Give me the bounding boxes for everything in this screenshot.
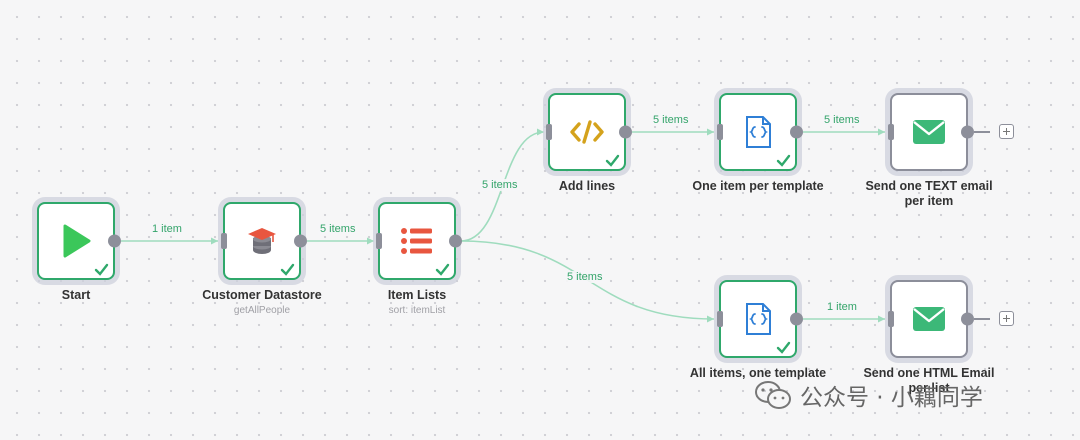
node-one-item-per-template[interactable] — [717, 93, 803, 171]
node-all-items-one-template[interactable] — [717, 280, 803, 358]
output-port[interactable] — [108, 234, 121, 248]
edge-arrowhead — [537, 128, 544, 136]
add-node-button[interactable] — [999, 311, 1014, 326]
node-title: Send one TEXT email per item — [865, 179, 993, 208]
success-check-icon — [435, 263, 450, 276]
input-port[interactable] — [888, 311, 894, 327]
edge-arrowhead — [878, 128, 885, 136]
node-customer-datastore[interactable] — [221, 202, 307, 280]
node-title: Add lines — [558, 179, 616, 193]
node-title: Send one HTML Email per list — [863, 366, 995, 395]
watermark-text: 公众号 · 小藕同学 — [800, 385, 983, 411]
code-icon — [570, 120, 604, 144]
edge-label: 1 item — [825, 301, 859, 313]
node-start[interactable] — [37, 202, 121, 280]
success-check-icon — [776, 154, 791, 167]
input-port[interactable] — [717, 311, 723, 327]
edge-label: 5 items — [822, 114, 862, 126]
input-port[interactable] — [888, 124, 894, 140]
edge-arrowhead — [707, 128, 714, 136]
edge-label: 5 items — [318, 223, 358, 235]
envelope-icon — [913, 307, 945, 331]
node-send-html-email[interactable] — [888, 280, 974, 358]
edge-label: 5 items — [565, 271, 605, 283]
braces-file-icon — [746, 116, 771, 148]
success-check-icon — [94, 263, 109, 276]
node-item-lists[interactable] — [376, 202, 462, 280]
success-check-icon — [280, 263, 295, 276]
watermark: 公众号 · 小藕同学 — [754, 378, 983, 412]
edge-label: 1 item — [150, 223, 184, 235]
list-icon — [401, 228, 432, 254]
edge-arrowhead — [878, 315, 885, 323]
edge-arrowhead — [367, 237, 374, 245]
edge-arrowhead — [211, 237, 218, 245]
input-port[interactable] — [717, 124, 723, 140]
node-subtitle: getAllPeople — [233, 305, 291, 316]
node-title: All items, one template — [689, 366, 827, 380]
output-port[interactable] — [790, 312, 803, 326]
node-add-lines[interactable] — [546, 93, 632, 171]
node-title: Customer Datastore — [202, 288, 322, 302]
edge-label: 5 items — [651, 114, 691, 126]
edge-arrowhead — [707, 315, 714, 323]
node-title: One item per template — [692, 179, 824, 193]
input-port[interactable] — [376, 233, 382, 249]
add-connector-line — [974, 131, 990, 133]
node-title: Item Lists — [387, 288, 447, 302]
output-port[interactable] — [449, 234, 462, 248]
input-port[interactable] — [221, 233, 227, 249]
success-check-icon — [605, 154, 620, 167]
success-check-icon — [776, 341, 791, 354]
output-port[interactable] — [790, 125, 803, 139]
node-title: Start — [61, 288, 91, 302]
add-connector-line — [974, 318, 990, 320]
edge-label: 5 items — [480, 179, 520, 191]
wechat-icon — [755, 381, 791, 409]
play-icon — [63, 224, 91, 258]
braces-file-icon — [746, 303, 771, 335]
database-cap-icon — [248, 228, 276, 254]
output-port[interactable] — [961, 125, 974, 139]
envelope-icon — [913, 120, 945, 144]
output-port[interactable] — [619, 125, 632, 139]
output-port[interactable] — [294, 234, 307, 248]
output-port[interactable] — [961, 312, 974, 326]
input-port[interactable] — [546, 124, 552, 140]
add-node-button[interactable] — [999, 124, 1014, 139]
node-subtitle: sort: itemList — [388, 305, 446, 316]
node-send-text-email[interactable] — [888, 93, 974, 171]
